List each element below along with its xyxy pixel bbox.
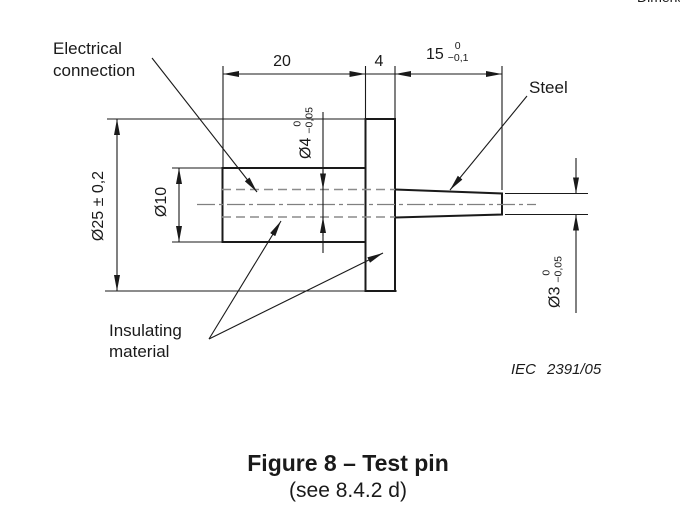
- dim-pin-length-tolerance: 0 −0,1: [447, 40, 469, 64]
- dim-flange-diameter: Ø25 ± 0,2: [90, 170, 107, 242]
- dim-flange-thickness: 4: [374, 53, 384, 70]
- figure-caption-subtitle: (see 8.4.2 d): [289, 479, 407, 502]
- label-insulating-material: Insulating material: [109, 321, 182, 361]
- iec-reference-number: 2391/05: [547, 361, 602, 378]
- hidden-hole-lines: [222, 188, 395, 218]
- label-electrical-connection: Electrical connection: [53, 39, 136, 80]
- extension-lines: [105, 66, 588, 292]
- dim-pin-tip-diameter: Ø3 0 −0,05: [540, 256, 565, 308]
- iec-reference-org: IEC: [511, 361, 537, 378]
- dim-pin-base-tolerance: 0 −0,05: [291, 107, 316, 134]
- dim-pin-base-diameter: Ø4 0 −0,05: [291, 107, 316, 159]
- dim-pin-length: 15 0 −0,1: [426, 40, 469, 64]
- leader-insulating-body: [208, 220, 282, 340]
- dimensions-note: Dimensions in millimetres: [637, 0, 680, 5]
- pin-outline: [394, 188, 503, 219]
- dim-pin-base-value: Ø4: [297, 137, 315, 159]
- dim-pin-length-value: 15: [426, 46, 444, 63]
- label-steel: Steel: [529, 78, 568, 97]
- leader-insulating-flange: [208, 252, 384, 340]
- figure-caption-title: Figure 8 – Test pin: [247, 450, 449, 476]
- dim-pin-tip-value: Ø3: [546, 286, 564, 308]
- leader-electrical-connection: [151, 57, 258, 193]
- dim-body-diameter: Ø10: [153, 186, 170, 218]
- iec-reference: IEC 2391/05: [511, 361, 601, 378]
- leader-steel: [449, 95, 528, 191]
- dim-body-length: 20: [273, 53, 291, 70]
- dim-pin-tip-tolerance: 0 −0,05: [540, 256, 565, 283]
